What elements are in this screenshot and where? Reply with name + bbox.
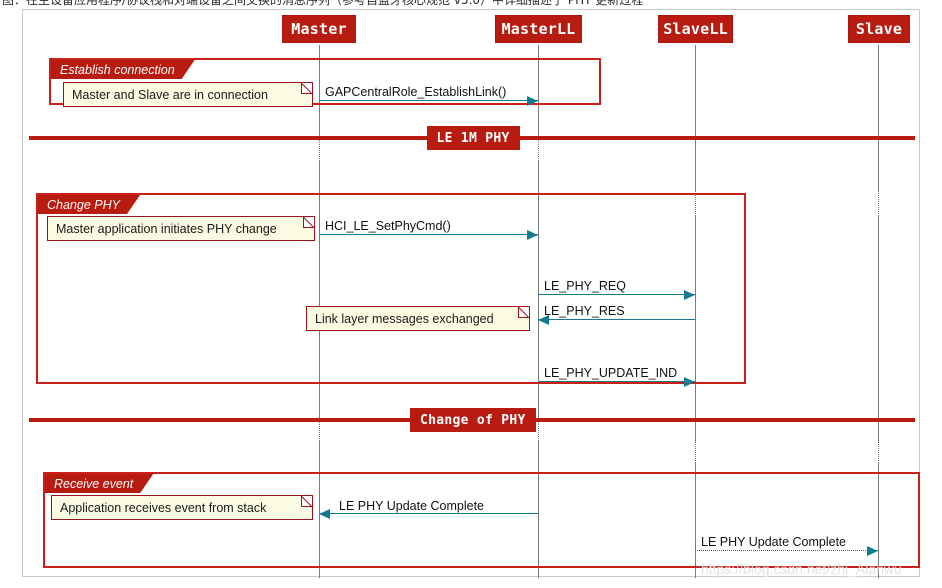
note-master-slave-connected: Master and Slave are in connection	[63, 82, 313, 107]
message-line-msg-le-phy-update-complete-master	[319, 513, 538, 514]
message-line-msg-le-phy-res	[538, 319, 695, 320]
lifeline-slave	[878, 191, 879, 216]
arrow-head-msg-le-phy-update-ind	[684, 376, 695, 387]
divider-label-le-1m-phy: LE 1M PHY	[426, 126, 520, 150]
arrow-head-msg-hci-le-setphycmd	[527, 229, 538, 240]
lifeline-master	[319, 45, 320, 138]
arrow-head-msg-le-phy-res	[538, 314, 549, 325]
participant-box-master[interactable]: Master	[282, 15, 356, 43]
group-label-establish-connection: Establish connection	[51, 60, 195, 79]
lifeline-masterll	[538, 420, 539, 441]
note-application-receives-event: Application receives event from stack	[51, 495, 313, 520]
lifeline-masterll	[538, 138, 539, 161]
lifeline-slave	[878, 463, 879, 578]
participant-box-slave[interactable]: Slave	[848, 15, 910, 43]
group-box-change-phy	[36, 193, 746, 384]
participant-box-masterll[interactable]: MasterLL	[495, 15, 582, 43]
watermark-text: https://blog.csdn.net/zhi_Alanwu	[701, 561, 902, 577]
lifeline-slavell	[695, 191, 696, 216]
message-line-msg-gap-establish-link	[319, 100, 538, 101]
note-fold-corner-icon	[301, 496, 312, 507]
message-line-msg-le-phy-req	[538, 294, 695, 295]
message-label-msg-le-phy-req: LE_PHY_REQ	[544, 279, 626, 293]
note-fold-corner-icon	[303, 217, 314, 228]
note-text: Link layer messages exchanged	[315, 311, 494, 326]
participant-box-slavell[interactable]: SlaveLL	[658, 15, 733, 43]
lifeline-slavell	[695, 463, 696, 578]
note-fold-corner-icon	[301, 83, 312, 94]
group-label-receive-event: Receive event	[45, 474, 153, 493]
lifeline-master	[319, 138, 320, 161]
message-label-msg-le-phy-update-complete-master: LE PHY Update Complete	[339, 499, 484, 513]
lifeline-masterll	[538, 45, 539, 138]
note-text: Application receives event from stack	[60, 500, 267, 515]
arrow-head-msg-le-phy-req	[684, 289, 695, 300]
participant-label-slave: Slave	[855, 20, 903, 38]
group-box-establish-connection	[49, 58, 601, 105]
lifeline-slavell	[695, 441, 696, 463]
note-fold-corner-icon	[518, 307, 529, 318]
participant-label-masterll: MasterLL	[501, 20, 576, 38]
arrow-head-msg-le-phy-update-complete-slave	[867, 545, 878, 556]
lifeline-master	[319, 420, 320, 441]
participant-label-slavell: SlaveLL	[663, 20, 728, 38]
message-label-msg-le-phy-res: LE_PHY_RES	[544, 304, 625, 318]
message-line-msg-le-phy-update-complete-slave	[695, 550, 878, 551]
divider-label-change-of-phy: Change of PHY	[410, 408, 536, 432]
lifeline-slave	[878, 441, 879, 463]
clipped-caption-text: 图：在主设备应用程序/协议栈和对端设备之间交换的消息序列（参考自蓝牙核心规范 v…	[2, 0, 644, 7]
group-box-receive-event	[43, 472, 920, 568]
diagram-frame: LE 1M PHY Change of PHY Establish connect…	[22, 9, 920, 578]
message-label-msg-hci-le-setphycmd: HCI_LE_SetPhyCmd()	[325, 219, 451, 233]
message-line-msg-hci-le-setphycmd	[319, 234, 538, 235]
group-label-change-phy: Change PHY	[38, 195, 140, 214]
message-label-msg-le-phy-update-ind: LE_PHY_UPDATE_IND	[544, 366, 678, 380]
lifeline-masterll	[538, 441, 539, 578]
message-label-msg-le-phy-update-complete-slave: LE PHY Update Complete	[701, 535, 846, 549]
message-line-msg-le-phy-update-ind	[538, 381, 695, 382]
lifeline-slave	[878, 45, 879, 191]
note-text: Master application initiates PHY change	[56, 221, 277, 236]
note-master-initiates-phy-change: Master application initiates PHY change	[47, 216, 315, 241]
lifeline-slavell	[695, 216, 696, 441]
arrow-head-msg-gap-establish-link	[527, 95, 538, 106]
lifeline-slave	[878, 216, 879, 441]
lifeline-masterll	[538, 161, 539, 420]
message-label-msg-gap-establish-link: GAPCentralRole_EstablishLink()	[325, 85, 507, 99]
note-text: Master and Slave are in connection	[72, 87, 268, 102]
lifeline-slavell	[695, 45, 696, 191]
lifeline-master	[319, 161, 320, 420]
note-link-layer-messages: Link layer messages exchanged	[306, 306, 530, 331]
arrow-head-msg-le-phy-update-complete-master	[319, 508, 330, 519]
clipped-caption-strip: 图：在主设备应用程序/协议栈和对端设备之间交换的消息序列（参考自蓝牙核心规范 v…	[0, 0, 942, 9]
participant-label-master: Master	[291, 20, 347, 38]
